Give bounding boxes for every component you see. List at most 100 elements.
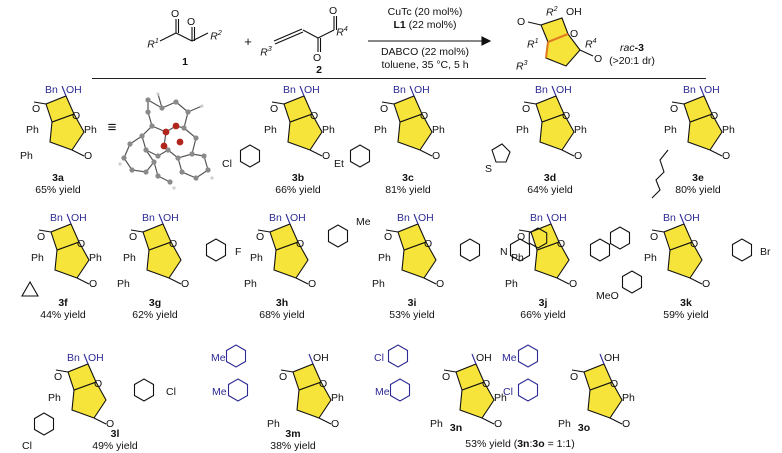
hydroxyl-label: OH bbox=[604, 352, 620, 364]
ring-oxygen: O bbox=[310, 110, 319, 122]
ring-oxygen: O bbox=[562, 110, 571, 122]
ring-oxygen: O bbox=[319, 378, 328, 390]
carbonyl-bond bbox=[481, 417, 495, 425]
carbonyl-bond bbox=[518, 229, 532, 233]
ketone-oxygen: O bbox=[129, 231, 138, 243]
phenyl-label: Ph bbox=[378, 252, 391, 264]
benzyl-label: Bn bbox=[269, 212, 282, 224]
carbonyl-bond bbox=[523, 101, 537, 105]
carbonyl-bond bbox=[385, 229, 399, 233]
methyl-label: Me bbox=[375, 386, 390, 398]
tolyl-ring bbox=[517, 344, 539, 368]
enone-oxygen: O bbox=[308, 278, 317, 290]
enone-oxygen: O bbox=[702, 278, 711, 290]
oxygen-label: O bbox=[187, 16, 196, 28]
yield-3b: 66% yield bbox=[275, 184, 321, 196]
hydroxyl-label: OH bbox=[418, 212, 434, 224]
chloro-label: Cl bbox=[166, 386, 176, 398]
yield-3l: 49% yield bbox=[92, 440, 138, 452]
ketone-oxygen: O bbox=[517, 231, 526, 243]
carbonyl-bond bbox=[295, 277, 309, 285]
carbazole-ring bbox=[528, 227, 548, 249]
carbonyl-bond bbox=[609, 417, 623, 425]
condition-base: DABCO (22 mol%) bbox=[380, 46, 470, 58]
hydroxyl-label: OH bbox=[476, 352, 492, 364]
ketone-oxygen: O bbox=[522, 103, 531, 115]
carbonyl-bond bbox=[71, 149, 85, 157]
ring-oxygen: O bbox=[296, 238, 305, 250]
chlorophenyl-ring bbox=[387, 344, 409, 368]
oxygen-label: O bbox=[171, 8, 180, 20]
benzyl-bond bbox=[413, 213, 419, 225]
phenyl-label: Ph bbox=[117, 278, 130, 290]
carbonyl-bond bbox=[423, 277, 437, 285]
enone-oxygen: O bbox=[574, 150, 583, 162]
carbonyl-bond bbox=[689, 277, 703, 285]
methoxy-label: MeO bbox=[596, 290, 619, 302]
benzyl-bond bbox=[471, 353, 477, 365]
phenyl-label: Ph bbox=[622, 392, 635, 404]
carbonyl-bond bbox=[76, 277, 90, 285]
chlorophenyl-ring bbox=[33, 412, 55, 436]
phenyl-label: Ph bbox=[123, 252, 136, 264]
carbonyl-bond bbox=[257, 229, 271, 233]
substituent-r1: R1 bbox=[147, 38, 159, 51]
phenyl-label: Ph bbox=[574, 124, 587, 136]
chlorophenyl-ring bbox=[133, 378, 155, 402]
phenyl-label: Ph bbox=[644, 252, 657, 264]
condition-solvent: toluene, 35 °C, 5 h bbox=[381, 59, 469, 71]
enone-oxygen: O bbox=[622, 418, 631, 430]
ring-oxygen: O bbox=[482, 378, 491, 390]
naphthyl-ring bbox=[589, 238, 611, 262]
benzyl-label: Bn bbox=[393, 84, 406, 96]
phenyl-label: Ph bbox=[374, 124, 387, 136]
benzyl-bond bbox=[61, 85, 67, 97]
carbonyl-bond bbox=[709, 149, 723, 157]
hydroxyl-label: OH bbox=[556, 84, 572, 96]
enone-oxygen: O bbox=[436, 278, 445, 290]
yield-3d: 64% yield bbox=[527, 184, 573, 196]
benzyl-bond bbox=[158, 213, 164, 225]
compound-label-3i: 3i bbox=[407, 297, 417, 309]
naphthyl-ring bbox=[609, 226, 631, 250]
fluoro-label: F bbox=[235, 246, 242, 258]
ketone-oxygen: O bbox=[380, 103, 389, 115]
hydroxyl-label: OH bbox=[66, 84, 82, 96]
phenyl-label: Ph bbox=[722, 124, 735, 136]
substituent-r2: R2 bbox=[210, 30, 222, 43]
ketone-oxygen: O bbox=[384, 231, 393, 243]
ring-oxygen: O bbox=[690, 238, 699, 250]
benzyl-bond bbox=[551, 85, 557, 97]
combined-yield-3n-3o: 53% yield (3n:3o = 1:1) bbox=[465, 438, 575, 450]
benzyl-label: Bn bbox=[142, 212, 155, 224]
phenyl-label: Ph bbox=[48, 392, 61, 404]
phenyl-label: Ph bbox=[331, 392, 344, 404]
compound-label-3f: 3f bbox=[58, 297, 68, 309]
bromophenyl-ring bbox=[731, 238, 753, 262]
phenyl-label: Ph bbox=[664, 124, 677, 136]
benzyl-bond bbox=[409, 85, 415, 97]
chloro-label: Cl bbox=[22, 440, 32, 452]
methyl-label: Me bbox=[212, 386, 227, 398]
compound-label-3m: 3m bbox=[285, 428, 301, 440]
tolyl-ring bbox=[225, 344, 247, 368]
yield-3f: 44% yield bbox=[40, 309, 86, 321]
product-label: rac-3 bbox=[620, 42, 644, 54]
carbazole-ring bbox=[509, 238, 531, 262]
condition-ligand: L1 (22 mol%) bbox=[393, 19, 457, 31]
enone-oxygen: O bbox=[494, 418, 503, 430]
phenyl-label: Ph bbox=[84, 124, 97, 136]
phenyl-label: Ph bbox=[558, 418, 571, 430]
carbonyl-bond bbox=[651, 229, 665, 233]
oxygen-label: O bbox=[313, 52, 322, 64]
hydroxyl-label: OH bbox=[163, 212, 179, 224]
phenyl-label: Ph bbox=[372, 278, 385, 290]
compound-label-3a: 3a bbox=[52, 172, 64, 184]
phenyl-label: Ph bbox=[494, 392, 507, 404]
divider-line bbox=[92, 78, 706, 79]
benzyl-bond bbox=[83, 353, 89, 365]
product-oh: OH bbox=[566, 6, 582, 18]
yield-3i: 53% yield bbox=[389, 309, 435, 321]
enone-oxygen: O bbox=[569, 278, 578, 290]
